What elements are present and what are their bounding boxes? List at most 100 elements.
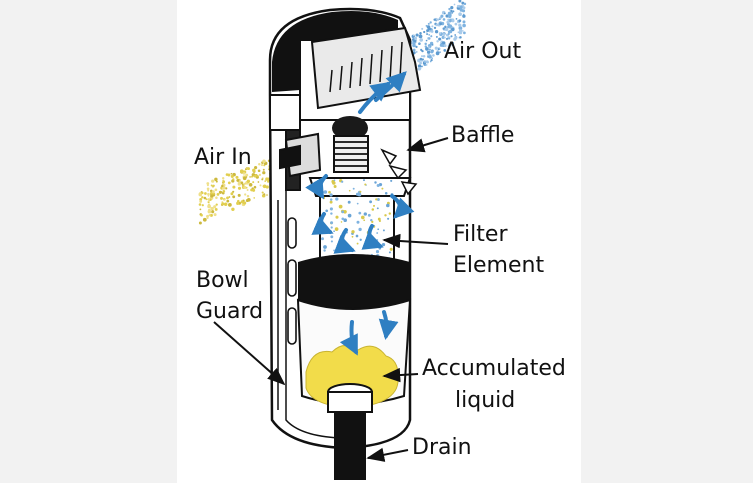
particle-dot — [375, 198, 378, 201]
particle-dot — [428, 48, 431, 51]
particle-dot — [263, 193, 266, 196]
particle-dot — [418, 42, 421, 45]
particle-dot — [211, 179, 215, 183]
particle-dot — [253, 197, 256, 199]
particle-dot — [199, 208, 202, 211]
particle-dot — [220, 196, 223, 200]
particle-dot — [260, 164, 264, 167]
particle-dot — [443, 12, 446, 15]
particle-dot — [377, 217, 381, 221]
particle-dot — [351, 230, 355, 234]
particle-dot — [432, 54, 435, 57]
particle-dot — [442, 27, 445, 30]
particle-dot — [448, 45, 451, 48]
particle-dot — [200, 214, 203, 217]
particle-dot — [343, 209, 347, 214]
particle-dot — [450, 6, 454, 10]
bowl-guard-leader — [213, 321, 286, 386]
particle-dot — [426, 50, 431, 54]
particle-dot — [424, 42, 427, 46]
particle-dot — [359, 190, 362, 193]
particle-dot — [386, 203, 390, 208]
particle-dot — [435, 35, 438, 38]
particle-dot — [445, 37, 449, 40]
particle-dot — [203, 196, 207, 200]
particle-dot — [462, 30, 464, 32]
particle-dot — [454, 36, 458, 40]
baffle-leader — [406, 137, 449, 153]
particle-dot — [359, 238, 362, 241]
particle-dot — [244, 168, 247, 171]
particle-dot — [439, 22, 442, 26]
particle-dot — [415, 45, 418, 49]
particle-dot — [425, 63, 428, 66]
guard-slots — [287, 217, 297, 345]
particle-dot — [442, 18, 446, 21]
particle-dot — [341, 217, 345, 221]
particle-dot — [355, 192, 360, 196]
particle-dot — [262, 171, 266, 175]
particle-dot — [436, 18, 440, 21]
particle-dot — [228, 203, 232, 207]
particle-dot — [242, 172, 246, 175]
particle-dot — [216, 192, 220, 196]
particle-dot — [343, 218, 348, 222]
particle-dot — [329, 198, 333, 201]
particle-dot — [232, 185, 236, 189]
particle-dot — [341, 180, 344, 183]
particle-dot — [244, 193, 247, 196]
particle-dot — [252, 168, 256, 173]
particle-dot — [450, 9, 453, 13]
particle-dot — [381, 187, 384, 190]
particle-dot — [207, 200, 210, 202]
particle-dot — [438, 32, 442, 35]
particle-dot — [262, 159, 266, 164]
particle-dot — [458, 23, 462, 27]
particle-dot — [458, 26, 463, 30]
particle-dot — [330, 226, 333, 229]
particle-dot — [356, 220, 360, 224]
drain-stem — [327, 383, 373, 480]
particle-dot — [450, 42, 455, 47]
particle-dot — [459, 5, 463, 10]
particle-dot — [423, 30, 426, 34]
particle-dot — [215, 196, 218, 199]
baffle-assembly — [308, 116, 418, 197]
particle-dot — [456, 4, 460, 8]
particle-dot — [241, 183, 244, 186]
particle-dot — [363, 212, 367, 216]
particle-dot — [363, 219, 366, 222]
particle-dot — [329, 207, 333, 211]
particle-dot — [223, 202, 228, 207]
particle-dot — [434, 30, 439, 34]
particle-dot — [420, 65, 423, 68]
particle-dot — [258, 163, 261, 166]
particle-dot — [257, 169, 261, 173]
particle-dot — [412, 48, 416, 52]
particle-dot — [451, 12, 454, 14]
particle-dot — [321, 237, 324, 241]
particle-dot — [213, 205, 217, 209]
particle-dot — [439, 51, 441, 54]
particle-dot — [226, 199, 230, 203]
particle-dot — [388, 212, 391, 215]
particle-dot — [246, 179, 251, 183]
particle-dot — [447, 33, 450, 36]
particle-dot — [422, 54, 426, 58]
particle-dot — [459, 8, 463, 12]
particle-dot — [443, 36, 446, 39]
particle-dot — [417, 67, 422, 71]
particle-dot — [341, 210, 345, 214]
particle-dot — [206, 216, 209, 220]
particle-dot — [232, 190, 235, 193]
particle-dot — [458, 19, 462, 23]
particle-dot — [435, 51, 440, 56]
particle-dot — [239, 169, 244, 174]
particle-dot — [438, 37, 442, 41]
particle-dot — [201, 196, 204, 199]
particle-dot — [201, 204, 204, 207]
particle-dot — [333, 179, 336, 182]
particle-dot — [333, 230, 335, 233]
particle-dot — [213, 213, 217, 217]
particle-dot — [458, 0, 462, 3]
